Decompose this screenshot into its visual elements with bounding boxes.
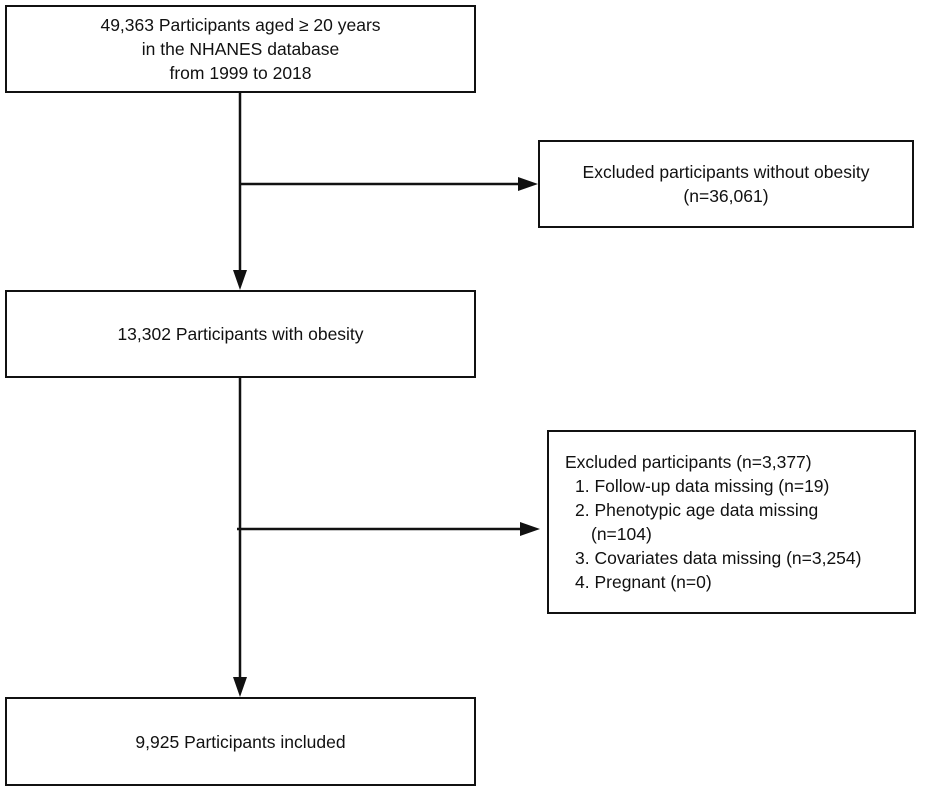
exclusion-criteria-title: Excluded participants (n=3,377) (565, 452, 812, 472)
obesity-population-box: 13,302 Participants with obesity (5, 290, 476, 378)
initial-population-line-3: from 1999 to 2018 (169, 63, 312, 83)
exclusion-item-2-count: (n=104) (591, 524, 652, 544)
final-included-box: 9,925 Participants included (5, 697, 476, 786)
exclusion-no-obesity-label: Excluded participants without obesity (582, 162, 870, 182)
obesity-population-label: 13,302 Participants with obesity (117, 324, 364, 344)
exclusion-item-1: 1. Follow-up data missing (n=19) (575, 476, 830, 496)
down-arrowhead-1 (233, 270, 247, 290)
right-arrowhead-2 (520, 522, 540, 536)
exclusion-item-2: 2. Phenotypic age data missing (575, 500, 819, 520)
exclusion-item-3: 3. Covariates data missing (n=3,254) (575, 548, 862, 568)
exclusion-no-obesity-box: Excluded participants without obesity (n… (538, 140, 914, 228)
final-included-label: 9,925 Participants included (135, 731, 346, 752)
exclusion-no-obesity-count: (n=36,061) (683, 186, 769, 206)
down-arrowhead-2 (233, 677, 247, 697)
initial-population-line-1: 49,363 Participants aged ≥ 20 years (100, 15, 381, 35)
right-arrowhead-1 (518, 177, 538, 191)
exclusion-item-4: 4. Pregnant (n=0) (575, 572, 712, 592)
initial-population-box: 49,363 Participants aged ≥ 20 years in t… (5, 5, 476, 93)
initial-population-line-2: in the NHANES database (141, 39, 340, 59)
exclusion-criteria-box: Excluded participants (n=3,377) 1. Follo… (547, 430, 916, 614)
